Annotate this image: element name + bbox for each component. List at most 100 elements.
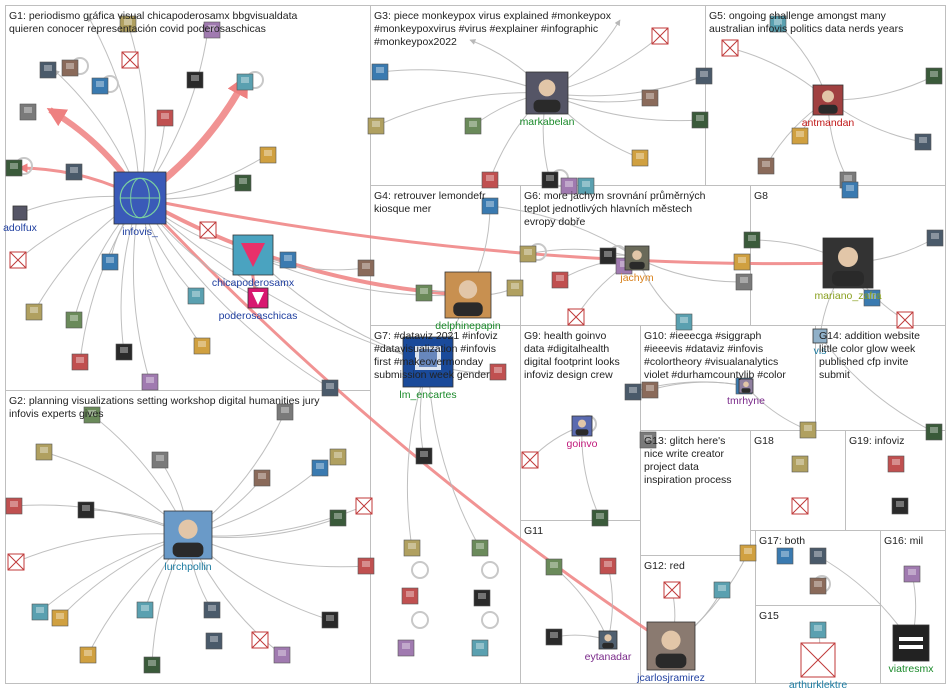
node-avatar — [402, 588, 418, 604]
node-avatar — [398, 640, 414, 656]
node-avatar — [280, 252, 296, 268]
node-eytanadar: eytanadar — [585, 631, 632, 663]
cluster-title-g8: G8 — [754, 190, 768, 202]
node-avatar — [372, 64, 388, 80]
node-label: viatresmx — [889, 663, 935, 675]
node-avatar — [734, 254, 750, 270]
node-avatar — [664, 582, 680, 598]
node-antmandan: antmandan — [802, 85, 855, 129]
node-avatar — [507, 280, 523, 296]
node-avatar — [625, 384, 641, 400]
cluster-title-g10: G10: #ieeecga #siggraph — [644, 330, 761, 342]
node-avatar — [792, 498, 808, 514]
node-avatar — [892, 498, 908, 514]
text-logo-icon — [899, 637, 923, 641]
node-avatar — [736, 274, 752, 290]
node-avatar — [254, 470, 270, 486]
node-avatar — [20, 104, 36, 120]
node-lurch: lurchpollin — [164, 511, 212, 573]
node-avatar — [777, 548, 793, 564]
node-avatar — [792, 128, 808, 144]
node-avatar — [792, 456, 808, 472]
node-avatar — [62, 60, 78, 76]
cluster-title-g16: G16: mil — [884, 535, 923, 547]
node-avatar — [546, 629, 562, 645]
node-avatar — [472, 540, 488, 556]
cluster-title-g13: project data — [644, 461, 699, 473]
node-avatar — [800, 422, 816, 438]
cluster-title-g10: #colortheory #visualanalytics — [644, 356, 778, 368]
node-label: mariano_zafra — [814, 290, 881, 302]
node-avatar — [416, 285, 432, 301]
node-avatar — [927, 230, 943, 246]
cluster-title-g19: G19: infoviz — [849, 435, 904, 447]
cluster-title-g7: first #makeovermonday — [374, 356, 484, 368]
node-label: arthurklektre — [789, 679, 848, 688]
node-avatar — [368, 118, 384, 134]
node-avatar — [600, 248, 616, 264]
node-avatar — [235, 175, 251, 191]
node-label: antmandan — [802, 117, 855, 129]
node-markabelan: markabelan — [520, 72, 575, 128]
node-avatar — [260, 147, 276, 163]
cluster-title-g3: #monkeypox2022 — [374, 36, 457, 48]
node-label: adolfux — [3, 222, 38, 234]
node-avatar — [897, 312, 913, 328]
node-avatar — [552, 272, 568, 288]
node-infovis: infovis_ — [114, 172, 166, 238]
cluster-title-g2: infovis experts gives — [9, 408, 104, 420]
node-avatar — [652, 28, 668, 44]
cluster-title-g2: G2: planning visualizations setting work… — [9, 395, 320, 407]
node-avatar — [152, 452, 168, 468]
node-avatar — [404, 540, 420, 556]
node-avatar — [200, 222, 216, 238]
node-avatar — [474, 590, 490, 606]
node-label: chicapoderosamx — [212, 277, 295, 289]
node-avatar — [676, 314, 692, 330]
node-avatar — [144, 657, 160, 673]
edge — [14, 505, 188, 535]
edge — [380, 70, 547, 93]
portrait-icon — [459, 280, 477, 298]
node-avatar — [92, 78, 108, 94]
edge — [650, 382, 746, 390]
node-avatar — [696, 68, 712, 84]
node-avatar — [546, 559, 562, 575]
node-avatar — [632, 150, 648, 166]
node-avatar — [142, 374, 158, 390]
node-avatar — [482, 172, 498, 188]
node-avatar — [137, 602, 153, 618]
cluster-title-g14: little color glow week — [819, 343, 916, 355]
cluster-title-g10: violet #durhamcountylib #color — [644, 369, 786, 381]
node-avatar — [810, 622, 826, 638]
cluster-title-g3: #monkeypoxvirus #virus #explainer #infog… — [374, 23, 598, 35]
cluster-title-g18: G18 — [754, 435, 774, 447]
node-label: markabelan — [520, 116, 575, 128]
cluster-title-g12: G12: red — [644, 560, 685, 572]
node-delphine: delphinepapin — [435, 272, 501, 332]
cluster-title-g6: teplot jednotlivých hlavních městech — [524, 203, 692, 215]
node-avatar — [592, 510, 608, 526]
node-avatar — [78, 502, 94, 518]
cluster-title-g1: quieren conocer representación covid pod… — [9, 23, 266, 35]
cluster-title-g9: digital footprint looks — [524, 356, 620, 368]
edge — [746, 386, 808, 430]
node-avatar — [36, 444, 52, 460]
node-avatar — [312, 460, 328, 476]
node-avatar — [188, 288, 204, 304]
portrait-icon — [838, 247, 858, 267]
node-avatar — [8, 554, 24, 570]
cluster-title-g11: G11 — [524, 525, 543, 537]
node-avatar — [194, 338, 210, 354]
node-avatar — [204, 602, 220, 618]
cluster-title-g15: G15 — [759, 610, 779, 622]
node-avatar — [356, 498, 372, 514]
node-poderosas: poderosaschicas — [219, 288, 298, 322]
node-avatar — [80, 647, 96, 663]
node-avatar — [926, 68, 942, 84]
cluster-title-g6: evropy dobře — [524, 216, 585, 228]
node-avatar — [542, 172, 558, 188]
portrait-icon — [822, 90, 834, 102]
self-loop — [412, 562, 428, 578]
